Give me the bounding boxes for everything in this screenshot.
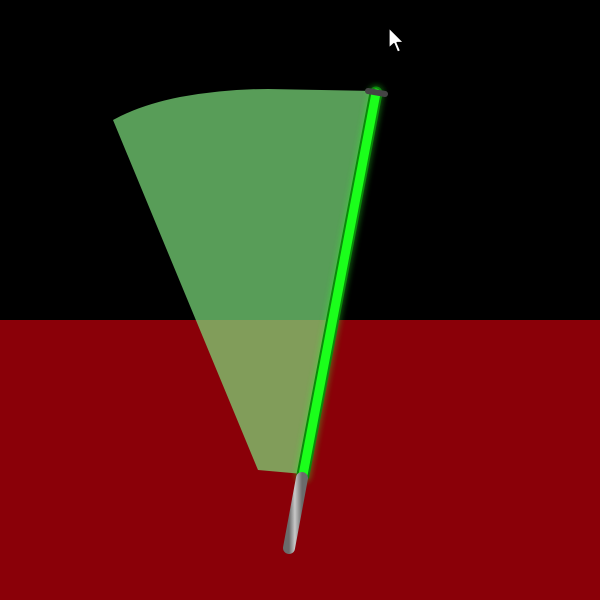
lightsaber-blade[interactable] xyxy=(298,88,381,480)
blade-tip xyxy=(365,88,388,97)
swing-trail xyxy=(113,89,375,474)
lightsaber-hilt[interactable] xyxy=(283,472,308,554)
